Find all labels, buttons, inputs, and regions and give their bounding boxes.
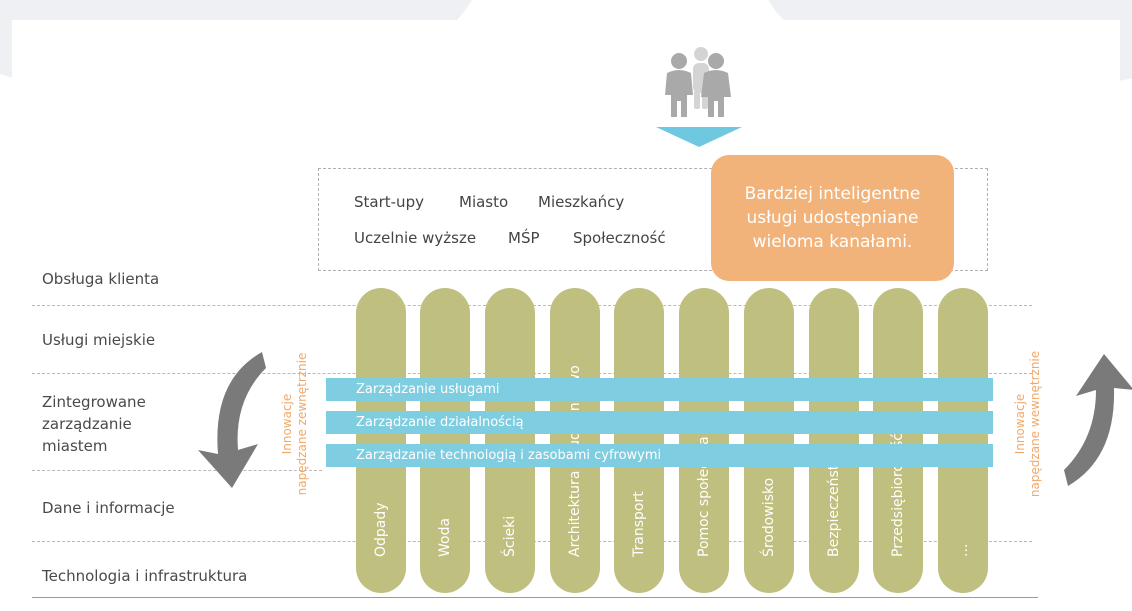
pillar-label: Transport (631, 491, 647, 557)
band-operations-management: Zarządzanie działalnością (326, 411, 993, 434)
pillar: Transport (614, 288, 664, 593)
pillar: Przedsiębiorczość (873, 288, 923, 593)
pillar: ... (938, 288, 988, 593)
pillar: Odpady (356, 288, 406, 593)
pillar: Bezpieczeństwo (809, 288, 859, 593)
stakeholder-label: Start-upy (354, 193, 424, 211)
pillar-label: Środowisko (761, 477, 777, 557)
pillar: Środowisko (744, 288, 794, 593)
funnel-triangle-icon (656, 127, 742, 147)
pillar: Architektura i budownictwo (550, 288, 600, 593)
stakeholder-label: Mieszkańcy (538, 193, 625, 211)
highlight-box: Bardziej inteligentne usługi udostępnian… (711, 155, 954, 281)
band-service-management: Zarządzanie usługami (326, 378, 993, 401)
stakeholder-label: MŚP (508, 229, 540, 247)
side-text-external: Innowacje napędzane zewnętrznie (280, 352, 309, 496)
baseline (32, 597, 1038, 598)
stakeholder-label: Uczelnie wyższe (354, 229, 477, 247)
pillar: Pomoc społeczna (679, 288, 729, 593)
pillar-label: Odpady (373, 502, 389, 557)
curved-arrow-up-icon (1064, 354, 1132, 486)
stakeholder-label: Miasto (459, 193, 509, 211)
pillar-label: Woda (437, 517, 453, 557)
pillar: Ścieki (485, 288, 535, 593)
highlight-text: Bardziej inteligentne usługi udostępnian… (744, 184, 921, 252)
layer-divider (32, 470, 322, 471)
stakeholder-label: Społeczność (573, 229, 666, 247)
side-text-internal: Innowacje napędzane wewnętrznie (1013, 350, 1042, 498)
pillar: Woda (420, 288, 470, 593)
curved-arrow-down-icon (198, 352, 266, 488)
layer-label-technology: Technologia i infrastruktura (42, 567, 248, 585)
layer-label-integrated-management: Zintegrowane zarządzanie miastem (42, 393, 146, 455)
band-technology-management: Zarządzanie technologią i zasobami cyfro… (326, 444, 993, 467)
layer-label-city-services: Usługi miejskie (42, 331, 156, 349)
stakeholder-box (318, 168, 988, 271)
pillar-label: ... (955, 543, 971, 557)
pillar-label: Ścieki (502, 515, 518, 557)
layer-label-data: Dane i informacje (42, 499, 175, 517)
people-icon (665, 47, 731, 117)
layer-label-customer-service: Obsługa klienta (42, 270, 160, 288)
